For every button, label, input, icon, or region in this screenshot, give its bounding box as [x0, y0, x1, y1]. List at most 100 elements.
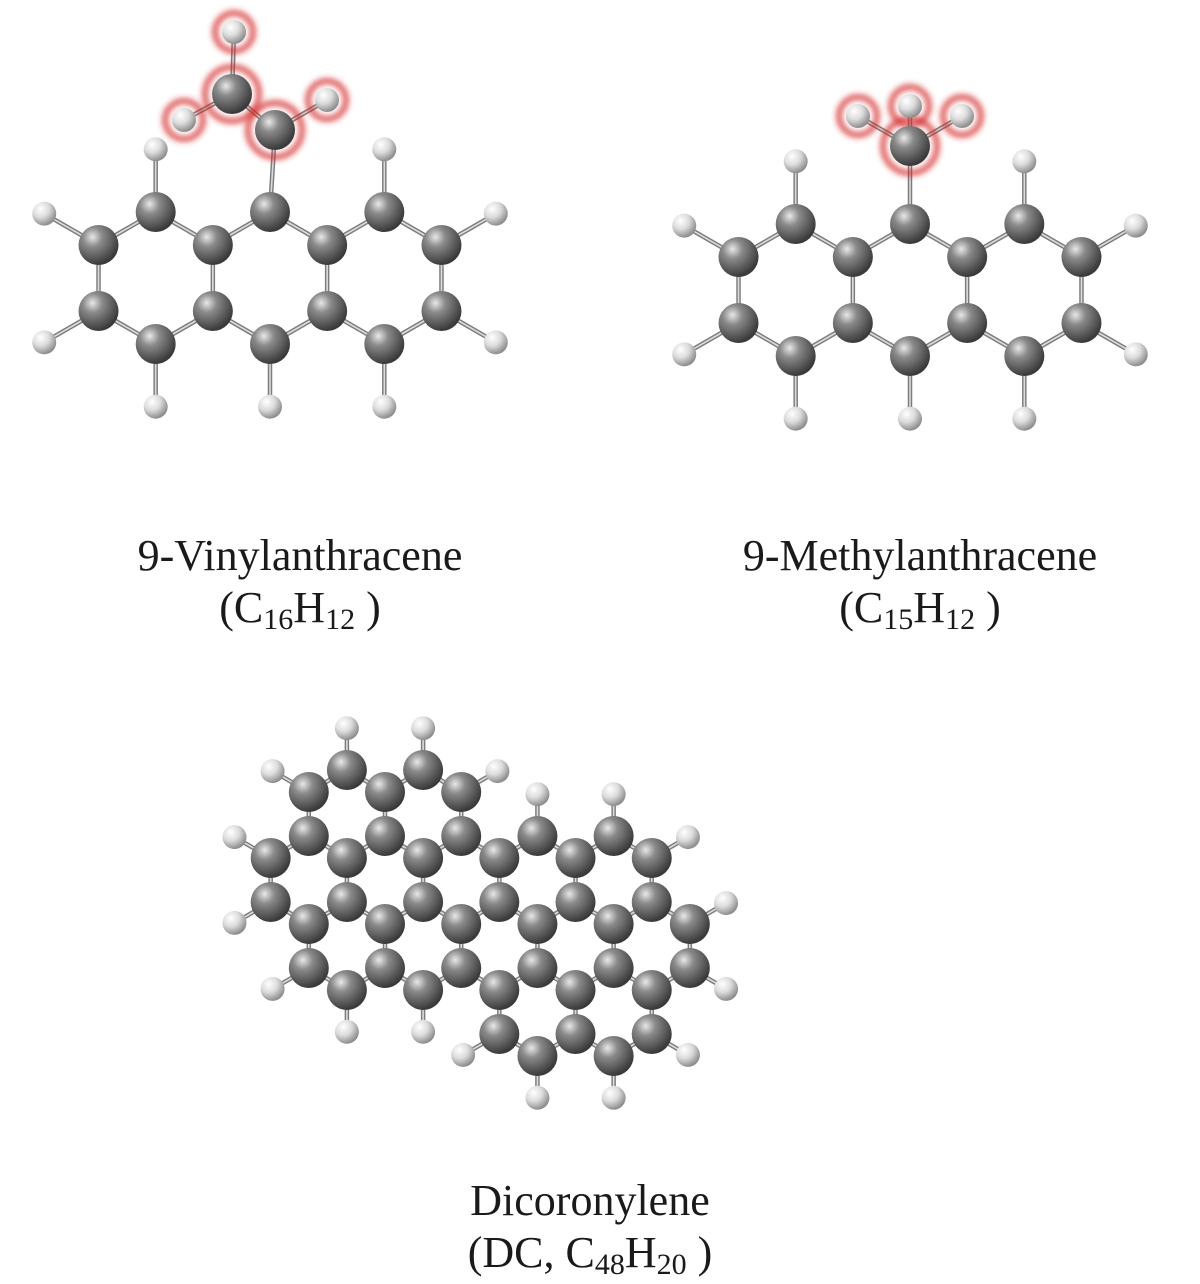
caption-9-methylanthracene: 9-Methylanthracene (C15H12 ): [690, 530, 1150, 636]
carbon-atom: [250, 838, 291, 878]
carbon-atom: [403, 838, 444, 878]
molecule-formula: (C15H12 ): [839, 583, 1001, 636]
carbon-atom: [517, 816, 558, 856]
carbon-atom: [1061, 303, 1102, 343]
carbon-atom: [890, 204, 930, 244]
molecule-name: 9-Methylanthracene: [742, 531, 1098, 580]
carbon-atom: [517, 904, 558, 944]
carbon-atom: [78, 291, 119, 331]
hydrogen-atom: [143, 394, 168, 419]
carbon-atom: [890, 336, 930, 376]
carbon-atom: [135, 324, 176, 364]
carbon-atom: [718, 237, 759, 277]
carbon-atom: [441, 904, 482, 944]
carbon-atom: [326, 970, 367, 1010]
carbon-atom: [479, 838, 520, 878]
carbon-atom: [365, 948, 405, 988]
hydrogen-atom: [172, 108, 196, 132]
carbon-atom: [631, 970, 672, 1010]
carbon-atom: [1004, 204, 1045, 244]
hydrogen-atom: [714, 976, 739, 1001]
hydrogen-atom: [1012, 149, 1037, 174]
carbon-atom: [631, 882, 672, 922]
carbon-atom: [669, 904, 710, 944]
hydrogen-atom: [315, 88, 339, 112]
hydrogen-atom: [898, 406, 922, 431]
carbon-atom: [326, 838, 367, 878]
carbon-atom: [593, 816, 634, 856]
carbon-atom: [307, 291, 348, 331]
highlight-ring: [212, 10, 256, 54]
hydrogen-atom: [483, 201, 508, 226]
carbon-atom: [307, 225, 348, 265]
atoms-layer: [32, 20, 1148, 1110]
carbon-atom: [775, 204, 816, 244]
carbon-atom: [403, 750, 444, 790]
carbon-atom: [403, 970, 444, 1010]
hydrogen-atom: [672, 213, 697, 238]
hydrogen-atom: [783, 149, 808, 174]
hydrogen-atom: [483, 330, 508, 355]
carbon-atom: [441, 816, 482, 856]
carbon-atom: [947, 237, 988, 277]
molecule-formula: (DC, C48H20 ): [467, 1228, 713, 1281]
carbon-atom: [631, 838, 672, 878]
carbon-atom: [288, 948, 329, 988]
hydrogen-atom: [372, 137, 397, 162]
hydrogen-atom: [260, 976, 285, 1001]
hydrogen-atom: [1123, 213, 1148, 238]
molecule-name: 9-Vinylanthracene: [137, 531, 463, 580]
carbon-atom: [250, 192, 290, 232]
carbon-atom: [441, 948, 482, 988]
hydrogen-atom: [1012, 406, 1037, 431]
hydrogen-atom: [714, 891, 739, 916]
hydrogen-atom: [372, 394, 397, 419]
highlight-ring: [245, 100, 305, 160]
hydrogen-atom: [675, 825, 700, 850]
carbon-atom: [479, 1014, 520, 1054]
hydrogen-atom: [675, 1042, 700, 1067]
hydrogen-atom: [334, 716, 359, 741]
caption-dicoronylene: Dicoronylene (DC, C48H20 ): [330, 1175, 850, 1281]
carbon-atom: [775, 336, 816, 376]
carbon-atom: [365, 772, 405, 812]
carbon-atom: [1061, 237, 1102, 277]
hydrogen-atom: [525, 782, 550, 807]
carbon-atom: [192, 291, 233, 331]
hydrogen-atom: [525, 1085, 550, 1110]
carbon-atom: [326, 750, 367, 790]
hydrogen-atom: [143, 137, 168, 162]
carbon-atom: [669, 948, 710, 988]
hydrogen-atom: [32, 201, 57, 226]
highlight-ring: [940, 94, 984, 138]
carbon-atom: [403, 882, 444, 922]
hydrogen-atom: [411, 1019, 436, 1044]
hydrogen-atom: [222, 910, 247, 935]
carbon-atom: [250, 324, 290, 364]
hydrogen-atom: [334, 1019, 359, 1044]
hydrogen-atom: [898, 94, 922, 118]
hydrogen-atom: [222, 825, 247, 850]
carbon-atom: [288, 904, 329, 944]
carbon-atom: [212, 74, 252, 114]
hydrogen-atom: [32, 330, 57, 355]
highlight-ring: [880, 116, 940, 176]
hydrogen-atom: [451, 1042, 476, 1067]
carbon-atom: [593, 904, 634, 944]
carbon-atom: [288, 816, 329, 856]
highlight-ring: [888, 84, 932, 128]
caption-9-vinylanthracene: 9-Vinylanthracene (C16H12 ): [70, 530, 530, 635]
carbon-atom: [364, 324, 405, 364]
carbon-atom: [593, 1036, 634, 1076]
carbon-atom: [890, 126, 930, 166]
carbon-atom: [365, 904, 405, 944]
carbon-atom: [192, 225, 233, 265]
carbon-atom: [364, 192, 405, 232]
highlight-ring: [305, 78, 349, 122]
carbon-atom: [326, 882, 367, 922]
carbon-atom: [555, 838, 596, 878]
hydrogen-atom: [258, 394, 282, 419]
hydrogen-atom: [411, 716, 436, 741]
hydrogen-atom: [672, 342, 697, 367]
hydrogen-atom: [950, 104, 974, 128]
